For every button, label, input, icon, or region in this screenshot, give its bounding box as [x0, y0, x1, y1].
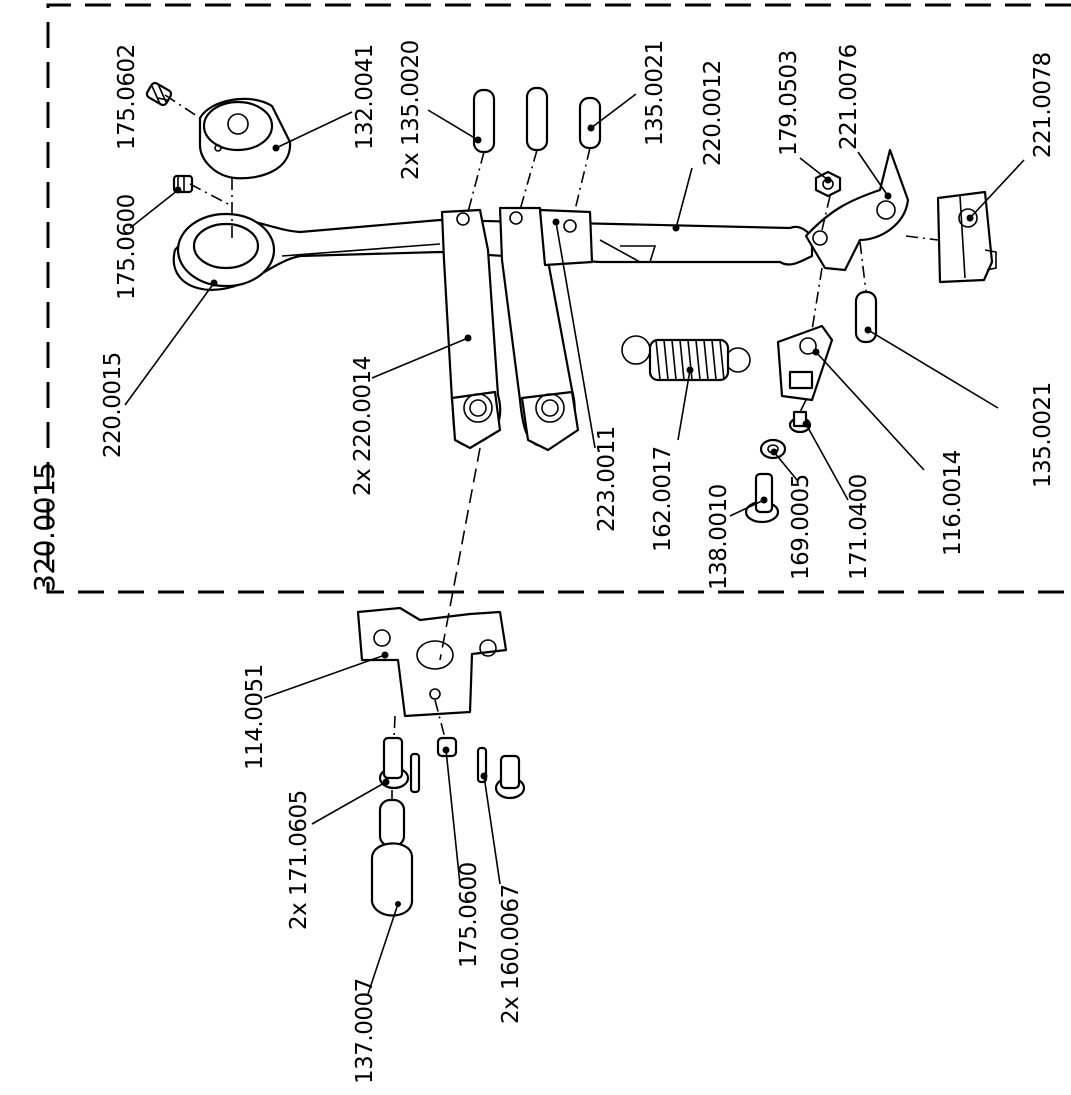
bracket-116-0014-drawing: [776, 324, 834, 402]
label-175-0602: 175.0602: [114, 44, 140, 150]
set-screw-175-0602-drawing: [145, 81, 173, 107]
label-220-0012: 220.0012: [700, 60, 726, 166]
screw-171-0605-right-drawing: [494, 754, 526, 800]
label-221-0076: 221.0076: [836, 44, 862, 150]
label-175-0600-bottom: 175.0600: [456, 862, 482, 968]
leader-lines: [124, 93, 1025, 995]
pin-135-0021-lower-drawing: [854, 290, 878, 344]
pin-small-left-drawing: [409, 752, 421, 794]
part-labels: 175.0602 132.0041 2x 135.0020 135.0021 2…: [100, 40, 1056, 1084]
label-220-0014: 2x 220.0014: [350, 356, 376, 496]
label-169-0005: 169.0005: [788, 474, 814, 580]
label-137-0007: 137.0007: [352, 978, 378, 1084]
base-block-114-0051-drawing: [356, 606, 508, 718]
label-138-0010: 138.0010: [706, 484, 732, 590]
label-162-0017: 162.0017: [650, 446, 676, 552]
pin-135-0020-drawing: [472, 86, 549, 154]
nut-179-0503-drawing: [814, 170, 842, 198]
assembly-axis-lines: [164, 94, 939, 800]
link-arm-1-drawing: [440, 208, 502, 450]
label-175-0600-top: 175.0600: [114, 194, 140, 300]
clamp-221-0078-drawing: [936, 190, 997, 284]
label-223-0011: 223.0011: [594, 426, 620, 532]
label-160-0067: 2x 160.0067: [498, 884, 524, 1024]
label-135-0021-top: 135.0021: [642, 40, 668, 146]
spring-162-0017-drawing: [621, 335, 751, 382]
label-114-0051: 114.0051: [242, 664, 268, 770]
label-135-0020: 2x 135.0020: [398, 40, 424, 180]
label-171-0605: 2x 171.0605: [286, 790, 312, 930]
assembly-boundary: [46, 3, 1071, 594]
bracket-221-0076-drawing: [804, 148, 910, 272]
collar-132-0041-drawing: [198, 97, 292, 180]
label-132-0041: 132.0041: [352, 44, 378, 150]
main-arm-drawing: [172, 212, 814, 292]
link-arm-2-drawing: [498, 206, 580, 452]
label-116-0014: 116.0014: [940, 450, 966, 556]
assembly-label: 320.0015: [28, 462, 61, 592]
label-135-0021-lower: 135.0021: [1030, 382, 1056, 488]
label-221-0078: 221.0078: [1030, 52, 1056, 158]
label-171-0400: 171.0400: [846, 474, 872, 580]
label-220-0015: 220.0015: [100, 352, 126, 458]
arm-block-drawing: [538, 208, 594, 267]
label-179-0503: 179.0503: [776, 50, 802, 156]
shaft-137-0007-drawing: [370, 798, 414, 917]
bolt-138-0010-drawing: [744, 472, 780, 524]
